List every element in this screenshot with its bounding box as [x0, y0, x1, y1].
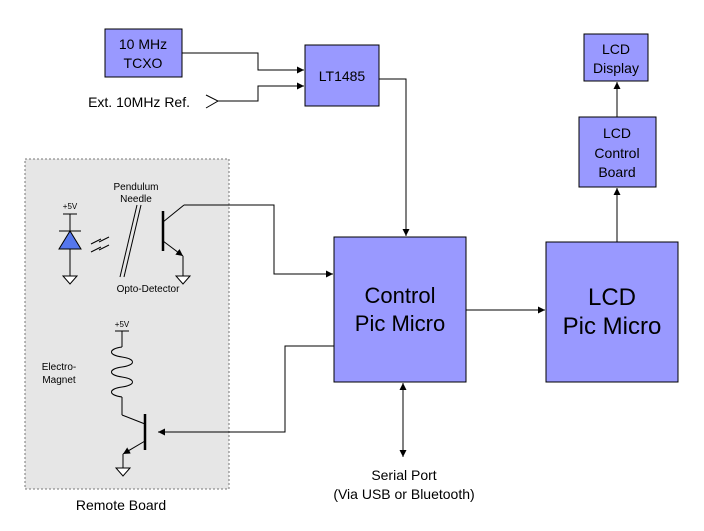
svg-text:LCD: LCD [588, 284, 636, 311]
control-to-magnet-wire [158, 345, 334, 436]
lt1485-block: LT1485 [304, 44, 380, 107]
lcd-pic-micro-block: LCD Pic Micro [545, 241, 679, 383]
svg-text:TCXO: TCXO [124, 55, 163, 71]
opto-to-control-wire [184, 204, 333, 278]
opto-detector-label: Opto-Detector [117, 284, 180, 295]
extref-to-lt1485-wire [218, 82, 304, 102]
svg-text:LT1485: LT1485 [319, 68, 366, 84]
pendulum-needle-label: Pendulum [113, 182, 158, 193]
led-icon [58, 213, 82, 285]
electro-magnet-label-2: Magnet [42, 375, 76, 386]
light-emission-icon [90, 236, 110, 253]
serial-port-sublabel: (Via USB or Bluetooth) [333, 486, 474, 502]
svg-text:10 MHz: 10 MHz [119, 36, 167, 52]
phototransistor-icon [161, 204, 192, 285]
lcd-display-block: LCD Display [583, 33, 649, 82]
pendulum-needle-icon [119, 204, 142, 278]
tcxo-block: 10 MHz TCXO [104, 28, 183, 78]
svg-text:Pic Micro: Pic Micro [355, 311, 445, 336]
ext-ref-label: Ext. 10MHz Ref. [88, 94, 190, 110]
ext-ref-connector-icon [205, 94, 220, 109]
svg-text:Control: Control [365, 283, 436, 308]
svg-text:Display: Display [593, 60, 639, 76]
supply-label-coil: +5V [115, 320, 130, 329]
transistor-icon [114, 414, 147, 477]
svg-text:LCD: LCD [603, 125, 631, 141]
serial-port-label: Serial Port [371, 467, 436, 483]
remote-board-panel [24, 158, 230, 490]
tcxo-to-lt1485-wire [182, 52, 304, 74]
lcd-control-board-block: LCD Control Board [578, 116, 657, 188]
supply-label-led: +5V [63, 202, 78, 211]
svg-text:Control: Control [594, 145, 639, 161]
pendulum-needle-label-2: Needle [120, 194, 152, 205]
electro-magnet-label: Electro- [42, 362, 76, 373]
lt1485-to-control-wire [379, 78, 410, 236]
remote-board-label: Remote Board [76, 497, 166, 513]
svg-text:Board: Board [598, 164, 635, 180]
coil-icon [111, 330, 133, 415]
svg-text:LCD: LCD [602, 41, 630, 57]
svg-text:Pic Micro: Pic Micro [563, 313, 662, 340]
control-pic-micro-block: Control Pic Micro [333, 236, 467, 383]
